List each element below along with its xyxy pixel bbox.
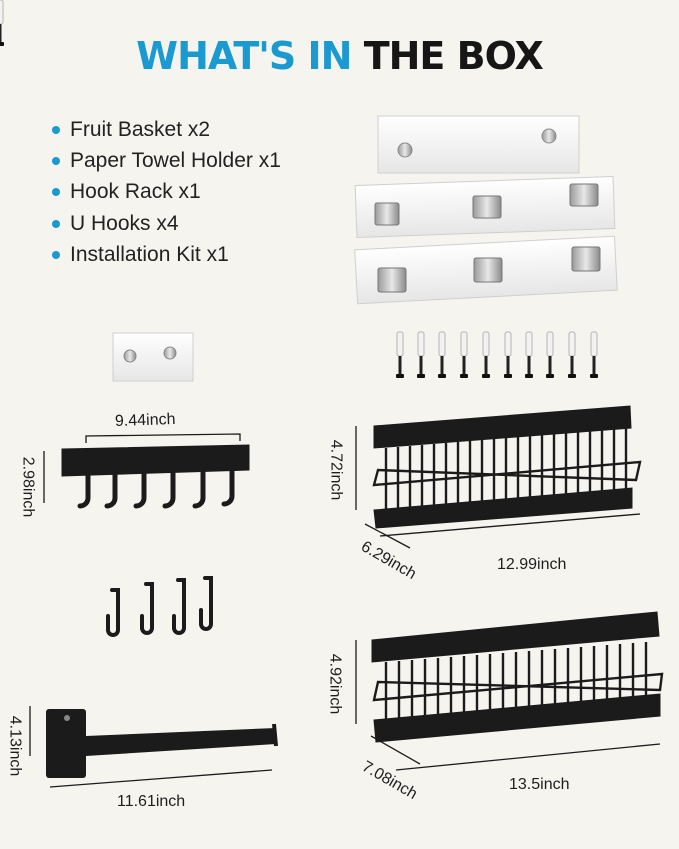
- list-item: U Hooks x4: [52, 208, 281, 239]
- adhesive-strip-top: [377, 115, 580, 174]
- adhesive-strip-clips-2: [354, 235, 618, 305]
- adhesive-strip-clips-1: [354, 175, 616, 239]
- basket-small-width-label: 12.99inch: [497, 556, 567, 573]
- fruit-basket-small: [355, 405, 642, 549]
- screws-anchors: [0, 0, 599, 379]
- basket-large-width-label: 13.5inch: [509, 776, 570, 793]
- hook-rack-width-label: 9.44inch: [114, 410, 176, 431]
- basket-large-height-label: 4.92inch: [326, 653, 344, 715]
- list-item: Paper Towel Holder x1: [52, 145, 281, 176]
- title-accent: WHAT'S IN: [136, 34, 352, 78]
- hook-rack-height-label: 2.98inch: [19, 456, 37, 518]
- towel-holder-height-label: 4.13inch: [6, 715, 24, 777]
- towel-holder-width-label: 11.61inch: [117, 793, 186, 810]
- paper-towel-holder: [29, 706, 278, 788]
- list-item: Installation Kit x1: [52, 239, 281, 270]
- fruit-basket-large: [355, 611, 664, 771]
- title-rest: THE BOX: [363, 34, 544, 78]
- basket-small-height-label: 4.72inch: [327, 439, 345, 501]
- list-item: Hook Rack x1: [52, 176, 281, 207]
- hook-rack: [43, 433, 250, 509]
- u-hooks: [106, 576, 213, 637]
- contents-list: Fruit Basket x2 Paper Towel Holder x1 Ho…: [52, 114, 281, 270]
- list-item: Fruit Basket x2: [52, 114, 281, 145]
- adhesive-plate-small: [112, 332, 194, 382]
- page-title: WHAT'S IN THE BOX: [0, 34, 679, 78]
